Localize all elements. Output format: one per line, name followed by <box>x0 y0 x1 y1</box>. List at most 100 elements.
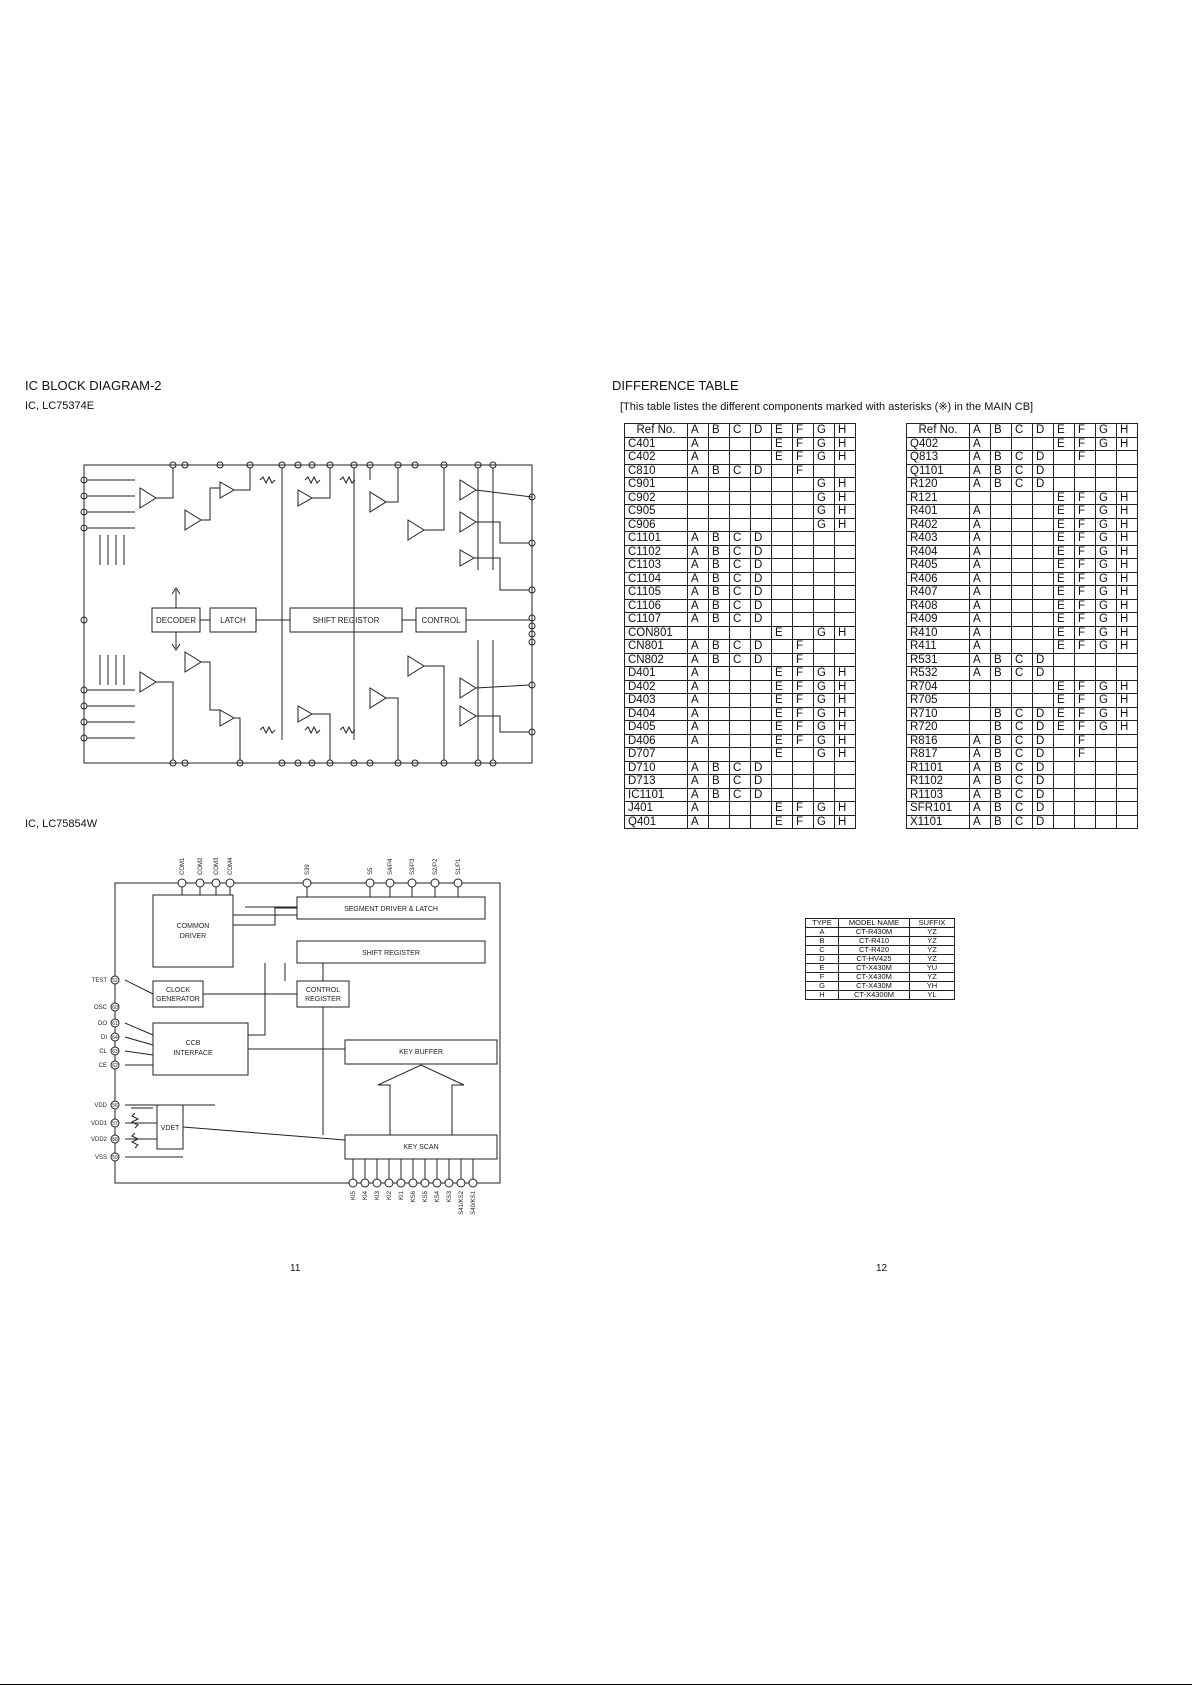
type-cell: A <box>687 652 709 667</box>
type-cell: G <box>1095 517 1117 532</box>
type-cell: G <box>813 720 835 735</box>
ref-no-cell: R121 <box>906 490 970 505</box>
type-cell: E <box>1053 531 1075 546</box>
type-cell: B <box>708 760 730 775</box>
type-cell: D <box>750 544 772 559</box>
type-cell <box>1074 652 1096 667</box>
type-cell <box>708 679 730 694</box>
type-cell: A <box>969 571 991 586</box>
type-cell <box>750 814 772 829</box>
type-cell <box>1095 814 1117 829</box>
type-cell <box>708 814 730 829</box>
ic1-decoder-label: DECODER <box>156 616 196 625</box>
type-cell: A <box>969 558 991 573</box>
type-cell: C <box>729 760 751 775</box>
type-cell: G <box>1095 490 1117 505</box>
type-cell: A <box>969 544 991 559</box>
header-type-g: G <box>1095 423 1117 438</box>
type-cell <box>1095 747 1117 762</box>
type-cell <box>750 720 772 735</box>
type-cell: C <box>1011 801 1033 816</box>
type-cell: G <box>813 490 835 505</box>
type-cell <box>1032 544 1054 559</box>
type-cell: G <box>1095 706 1117 721</box>
type-cell: H <box>834 706 856 721</box>
type-cell <box>834 639 856 654</box>
ref-no-cell: C401 <box>624 436 688 451</box>
type-cell <box>1011 639 1033 654</box>
type-cell <box>687 747 709 762</box>
type-cell <box>771 517 793 532</box>
type-cell <box>1053 787 1075 802</box>
type-cell <box>708 666 730 681</box>
header-type-b: B <box>990 423 1012 438</box>
type-cell <box>1095 787 1117 802</box>
type-cell <box>813 787 835 802</box>
ic2-top-pin-label: COM2 <box>198 857 204 875</box>
type-cell <box>1011 436 1033 451</box>
type-cell <box>1116 450 1138 465</box>
type-cell <box>771 544 793 559</box>
type-cell: A <box>969 652 991 667</box>
type-cell <box>990 490 1012 505</box>
type-cell: H <box>834 490 856 505</box>
type-cell <box>792 747 814 762</box>
ref-no-cell: J401 <box>624 801 688 816</box>
type-cell <box>1053 450 1075 465</box>
type-cell: F <box>792 436 814 451</box>
type-cell: H <box>1116 598 1138 613</box>
ic2-left-pin-number: 52 <box>112 978 118 984</box>
type-cell: F <box>1074 639 1096 654</box>
type-cell: E <box>1053 625 1075 640</box>
type-cell: A <box>687 436 709 451</box>
type-cell: D <box>1032 760 1054 775</box>
type-cell <box>1074 787 1096 802</box>
type-cell <box>1011 571 1033 586</box>
type-cell <box>1011 679 1033 694</box>
type-cell <box>1011 693 1033 708</box>
type-cell <box>750 801 772 816</box>
type-cell: E <box>771 436 793 451</box>
type-cell <box>1095 760 1117 775</box>
type-cell <box>750 733 772 748</box>
ref-no-cell: C901 <box>624 477 688 492</box>
ic2-bottom-pin-label: S41/KS2 <box>459 1190 465 1214</box>
type-cell: B <box>990 463 1012 478</box>
ic2-left-pin-label: VDD <box>94 1103 107 1109</box>
left-page-title: IC BLOCK DIAGRAM-2 <box>25 378 162 393</box>
type-cell: B <box>990 774 1012 789</box>
type-cell: E <box>771 720 793 735</box>
type-cell: A <box>969 625 991 640</box>
type-cell: D <box>1032 720 1054 735</box>
ref-no-cell: C1102 <box>624 544 688 559</box>
type-cell: E <box>1053 720 1075 735</box>
type-cell <box>792 612 814 627</box>
type-cell <box>792 544 814 559</box>
type-cell <box>792 558 814 573</box>
type-cell <box>1032 679 1054 694</box>
type-cell: E <box>771 693 793 708</box>
type-cell: E <box>1053 517 1075 532</box>
ic2-clock-generator-block <box>152 980 204 1008</box>
ic2-bottom-pin-label: KS5 <box>423 1190 429 1202</box>
ic2-common-driver-block <box>152 894 234 968</box>
ic1-shift-label: SHIFT REGISTOR <box>313 616 380 625</box>
type-cell: F <box>792 814 814 829</box>
type-cell: G <box>813 801 835 816</box>
type-cell <box>1053 666 1075 681</box>
type-cell <box>792 760 814 775</box>
type-cell: H <box>1116 517 1138 532</box>
type-cell: F <box>1074 679 1096 694</box>
ic1-outline <box>83 464 533 764</box>
type-cell <box>1095 652 1117 667</box>
ic2-clock-label-2: GENERATOR <box>156 996 200 1003</box>
type-cell <box>792 598 814 613</box>
type-cell <box>1032 625 1054 640</box>
type-cell: C <box>729 652 751 667</box>
ref-no-cell: IC1101 <box>624 787 688 802</box>
